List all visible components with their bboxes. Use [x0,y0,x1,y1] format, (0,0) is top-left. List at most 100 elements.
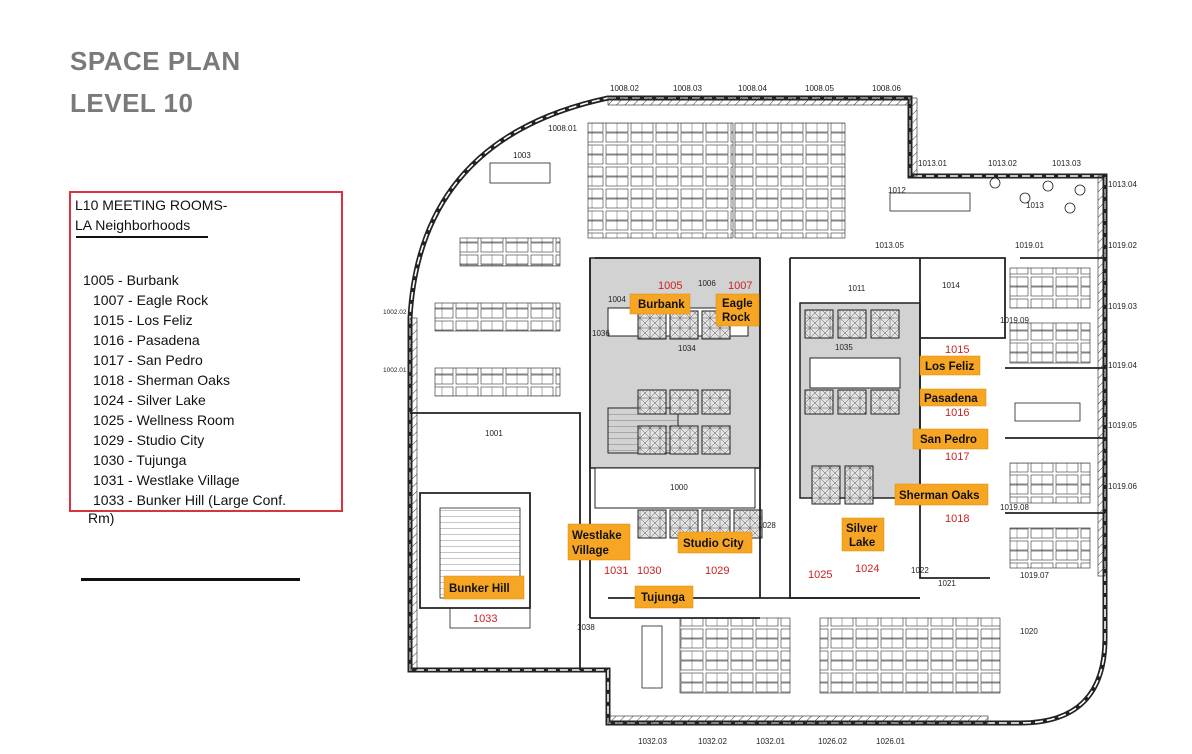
room-number: 1012 [888,186,906,195]
meeting-room-number: 1018 [945,513,969,525]
room-number: 1019.06 [1108,482,1137,491]
room-number: 1035 [835,343,853,352]
svg-text:Los Feliz: Los Feliz [925,361,974,373]
room-number: 1013.02 [988,159,1017,168]
room-number: 1000 [670,483,688,492]
room-tag-san-pedro: San Pedro [912,428,989,450]
room-tag-tujunga: Tujunga [634,585,694,609]
legend-item-continuation: Rm) [88,510,115,526]
room-number: 1019.03 [1108,302,1137,311]
room-number: 1008.02 [610,84,639,93]
meeting-room-number: 1031 [604,565,628,577]
room-number: 1013.01 [918,159,947,168]
room-number: 1019.08 [1000,503,1029,512]
room-number: 1002.02 [383,309,407,316]
meeting-room-number: 1007 [728,280,752,292]
room-number: 1003 [513,151,531,160]
svg-text:Village: Village [572,545,609,557]
legend-item: 1017 - San Pedro [93,352,203,368]
room-number: 1008.03 [673,84,702,93]
meeting-room-number: 1015 [945,344,969,356]
legend-item: 1018 - Sherman Oaks [93,372,230,388]
room-number: 1001 [485,429,503,438]
room-number: 1019.07 [1020,571,1049,580]
room-number: 1034 [678,344,696,353]
room-number: 1014 [942,281,960,290]
svg-text:Bunker Hill: Bunker Hill [449,583,510,595]
room-tag-bunker-hill: Bunker Hill [443,575,525,600]
room-number: 1038 [577,623,595,632]
floor-plan: 1003 1008.01 1008.02 1008.03 1008.04 100… [383,84,1137,746]
room-number: 1019.04 [1108,361,1137,370]
room-number: 1013 [1026,201,1044,210]
room-tag-sherman-oaks: Sherman Oaks [894,483,989,506]
page-title: SPACE PLAN [70,46,241,76]
legend-heading: L10 MEETING ROOMS- [75,197,228,213]
svg-text:Tujunga: Tujunga [641,592,685,604]
room-number: 1019.01 [1015,241,1044,250]
meeting-room-number: 1017 [945,451,969,463]
room-number: 1026.01 [876,737,905,746]
svg-text:Burbank: Burbank [638,299,685,311]
meeting-room-number: 1005 [658,280,682,292]
room-number: 1013.05 [875,241,904,250]
room-tag-burbank: Burbank [629,293,691,315]
svg-text:Sherman Oaks: Sherman Oaks [899,490,980,502]
svg-text:Eagle: Eagle [722,298,753,310]
workstations [434,122,1091,694]
room-number: 1006 [698,279,716,288]
legend-item: 1025 - Wellness Room [93,412,235,428]
legend-item: 1029 - Studio City [93,432,205,448]
meeting-room-number: 1029 [705,565,729,577]
svg-text:Westlake: Westlake [572,530,622,542]
legend-subheading: LA Neighborhoods [75,217,191,233]
room-tag-westlake-village: Westlake Village [567,523,631,561]
room-number: 1026.02 [818,737,847,746]
room-number: 1008.06 [872,84,901,93]
legend-item: 1015 - Los Feliz [93,312,193,328]
room-number: 1032.01 [756,737,785,746]
room-number: 1036 [592,329,610,338]
facade-hatching [409,97,1106,724]
room-number: 1032.03 [638,737,667,746]
room-number: 1019.02 [1108,241,1137,250]
room-number: 1011 [848,284,866,293]
meeting-room-number: 1025 [808,569,832,581]
room-tag-silver-lake: Silver Lake [841,517,885,552]
room-tag-pasadena: Pasadena [919,388,987,407]
room-number: 1013.04 [1108,180,1137,189]
meeting-room-number: 1016 [945,407,969,419]
room-number: 1020 [1020,627,1038,636]
legend-item: 1024 - Silver Lake [93,392,206,408]
room-number: 1032.02 [698,737,727,746]
svg-text:Rock: Rock [722,312,751,324]
room-number: 1008.01 [548,124,577,133]
room-number: 1002.01 [383,367,407,374]
page-subtitle: LEVEL 10 [70,88,194,118]
svg-text:San Pedro: San Pedro [920,434,977,446]
divider-line [81,578,300,581]
svg-text:Pasadena: Pasadena [924,393,978,405]
room-number: 1022 [911,566,929,575]
svg-text:Lake: Lake [849,537,875,549]
room-number: 1019.09 [1000,316,1029,325]
legend-item: 1033 - Bunker Hill (Large Conf. [93,492,286,508]
legend-item: 1005 - Burbank [83,272,179,288]
room-tags: Burbank Eagle Rock Los Feliz Pasadena Sa… [443,293,989,609]
legend-item: 1007 - Eagle Rock [93,292,209,308]
meeting-room-number: 1033 [473,613,497,625]
room-number: 1028 [758,521,776,530]
room-tag-studio-city: Studio City [677,531,753,554]
legend-underline [76,236,208,238]
meeting-room-number: 1030 [637,565,661,577]
legend-item: 1030 - Tujunga [93,452,187,468]
legend-item: 1016 - Pasadena [93,332,200,348]
legend-list: 1005 - Burbank 1007 - Eagle Rock 1015 - … [83,270,286,510]
room-number: 1019.05 [1108,421,1137,430]
svg-text:Silver: Silver [846,523,878,535]
room-tag-los-feliz: Los Feliz [919,355,981,376]
room-number: 1021 [938,579,956,588]
meeting-rooms-legend: L10 MEETING ROOMS- LA Neighborhoods 1005… [69,191,343,512]
meeting-room-number: 1024 [855,563,879,575]
room-number: 1013.03 [1052,159,1081,168]
